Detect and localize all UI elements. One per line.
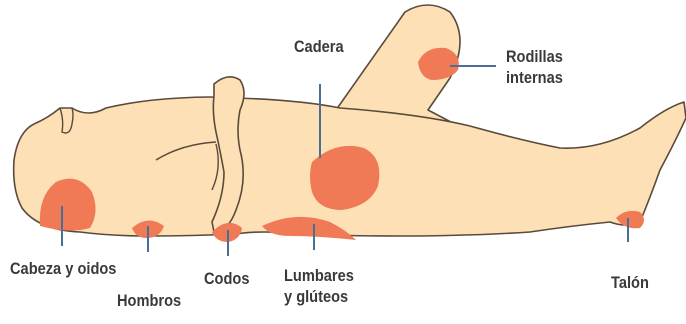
- label-lumbares-gluteos: Lumbares y glúteos: [284, 265, 354, 307]
- label-codos: Codos: [204, 268, 249, 289]
- label-rodillas-internas: Rodillas internas: [506, 46, 563, 88]
- label-cabeza-oidos: Cabeza y oidos: [10, 258, 116, 279]
- label-talon: Talón: [611, 272, 649, 293]
- label-cadera: Cadera: [294, 36, 344, 57]
- label-hombros: Hombros: [117, 290, 181, 311]
